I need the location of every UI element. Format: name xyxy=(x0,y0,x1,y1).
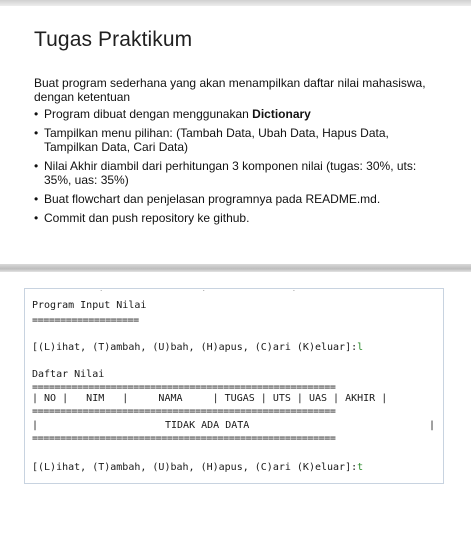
user-input-2: t xyxy=(357,462,364,473)
console-output: . . . Program Input Nilai ==============… xyxy=(24,288,444,484)
bullet-item-commit: Commit dan push repository ke github. xyxy=(34,211,444,225)
table-heading: Daftar Nilai xyxy=(32,369,105,380)
bullet-item-flowchart: Buat flowchart dan penjelasan programnya… xyxy=(34,192,444,206)
bullet-item-menu: Tampilkan menu pilihan: (Tambah Data, Ub… xyxy=(34,126,444,154)
title-underline: =================== xyxy=(32,315,139,326)
row-border-right: | xyxy=(429,420,436,431)
menu-prompt-1: [(L)ihat, (T)ambah, (U)bah, (H)apus, (C)… xyxy=(32,342,363,354)
row-border-left: | xyxy=(32,420,39,431)
slide-separator xyxy=(0,264,471,272)
program-title: Program Input Nilai xyxy=(32,300,147,311)
bullet-item-dictionary: Program dibuat dengan menggunakan Dictio… xyxy=(34,107,444,121)
table-empty-row: | TIDAK ADA DATA | xyxy=(32,420,435,432)
table-header-row: | NO | NIM | NAMA | TUGAS | UTS | UAS | … xyxy=(32,393,388,404)
menu-prompt-2: [(L)ihat, (T)ambah, (U)bah, (H)apus, (C)… xyxy=(32,462,363,474)
empty-table-message: TIDAK ADA DATA xyxy=(165,420,250,431)
bullet-item-nilai-akhir: Nilai Akhir diambil dari perhitungan 3 k… xyxy=(34,159,444,187)
slide-top-border xyxy=(0,0,471,6)
requirements-list: Program dibuat dengan menggunakan Dictio… xyxy=(34,107,444,230)
bullet-text: Program dibuat dengan menggunakan xyxy=(44,107,253,121)
table-rule-mid: ========================================… xyxy=(32,406,336,417)
table-rule-top: ========================================… xyxy=(32,382,336,393)
slide-intro-text: Buat program sederhana yang akan menampi… xyxy=(34,76,426,104)
slide-title: Tugas Praktikum xyxy=(34,28,193,51)
slide: Tugas Praktikum Buat program sederhana y… xyxy=(0,0,471,264)
bullet-bold-text: Dictionary xyxy=(252,107,311,121)
table-rule-bottom: ========================================… xyxy=(32,433,336,444)
clipped-previous-line: . . . xyxy=(32,289,332,291)
menu-prompt-text: [(L)ihat, (T)ambah, (U)bah, (H)apus, (C)… xyxy=(32,462,358,473)
user-input-1: l xyxy=(357,342,364,353)
menu-prompt-text: [(L)ihat, (T)ambah, (U)bah, (H)apus, (C)… xyxy=(32,342,358,353)
